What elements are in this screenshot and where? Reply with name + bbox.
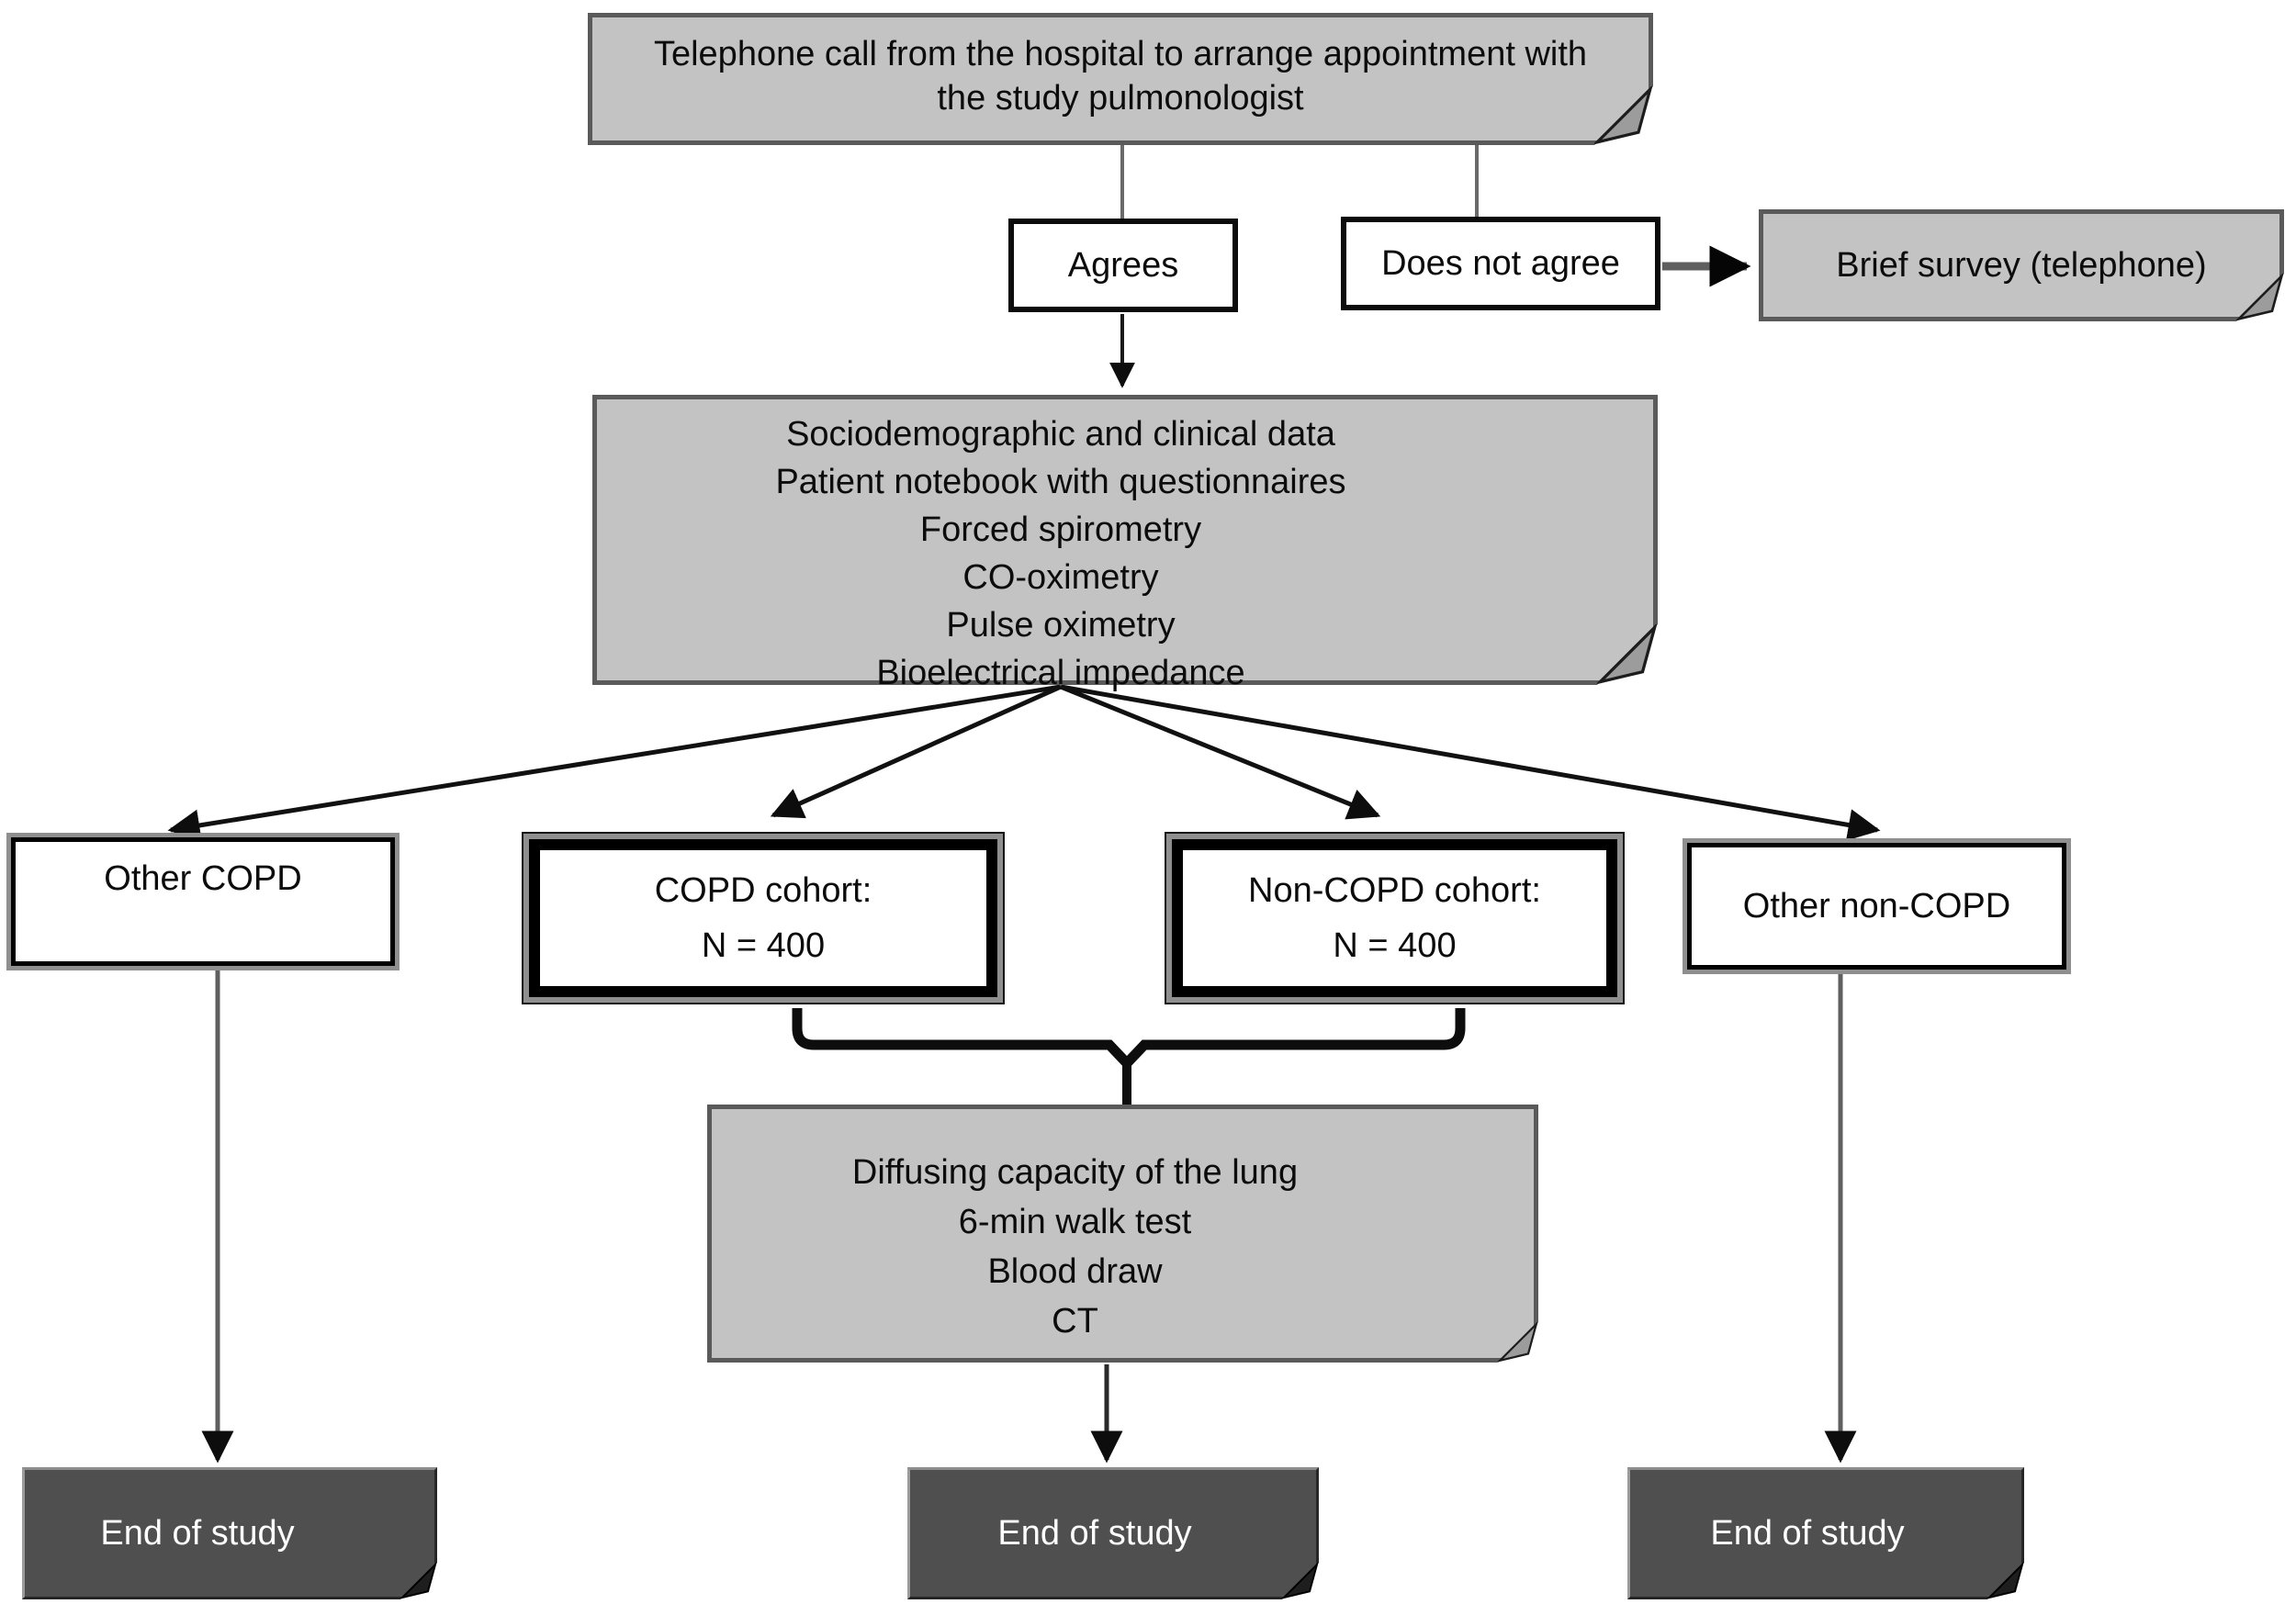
brief-survey-label: Brief survey (telephone) (1836, 246, 2207, 285)
arrow-assessments-to-other-non-copd (1060, 684, 1881, 841)
copd-cohort-box: COPD cohort: N = 400 (523, 834, 1003, 1003)
non-copd-cohort-n: N = 400 (1333, 926, 1457, 965)
page-fold-icon (1597, 624, 1658, 685)
non-copd-cohort-title: Non-COPD cohort: (1248, 871, 1541, 910)
assessment-item: CO-oximetry (962, 558, 1159, 597)
end-of-study-label: End of study (100, 1514, 295, 1553)
arrow-assessments-to-copd-cohort (770, 684, 1063, 819)
arrow-assessments-to-non-copd-cohort (1060, 684, 1381, 820)
test-item: CT (1052, 1302, 1098, 1340)
other-copd-box: Other COPD (6, 833, 400, 970)
assessment-item: Pulse oximetry (946, 606, 1176, 645)
telephone-call-box: Telephone call from the hospital to arra… (588, 13, 1653, 145)
assessment-item: Bioelectrical impedance (876, 654, 1245, 692)
copd-cohort-title: COPD cohort: (654, 871, 872, 910)
baseline-assessments-box: Sociodemographic and clinical data Patie… (592, 395, 1658, 692)
test-item: Blood draw (987, 1252, 1163, 1291)
test-item: Diffusing capacity of the lung (851, 1153, 1299, 1192)
telephone-call-line1: Telephone call from the hospital to arra… (653, 35, 1588, 73)
non-copd-cohort-box: Non-COPD cohort: N = 400 (1166, 834, 1623, 1003)
end-of-study-label: End of study (1710, 1514, 1905, 1553)
agrees-box: Agrees (1008, 219, 1238, 312)
page-fold-icon (1498, 1322, 1538, 1363)
assessment-item: Sociodemographic and clinical data (786, 415, 1335, 454)
brace-cohorts-merge (792, 1008, 1466, 1071)
copd-cohort-n: N = 400 (701, 926, 826, 965)
brief-survey-box: Brief survey (telephone) (1759, 209, 2284, 321)
end-of-study-right-box: End of study (1627, 1467, 2024, 1599)
page-fold-icon (1987, 1563, 2024, 1599)
other-non-copd-box: Other non-COPD (1683, 838, 2071, 974)
other-copd-label: Other COPD (104, 859, 302, 898)
other-non-copd-label: Other non-COPD (1742, 887, 2011, 925)
assessment-item: Forced spirometry (919, 510, 1202, 549)
followup-tests-box: Diffusing capacity of the lung 6-min wal… (707, 1105, 1538, 1363)
agrees-label: Agrees (1067, 246, 1179, 285)
assessment-item: Patient notebook with questionnaires (775, 463, 1346, 501)
page-fold-icon (400, 1563, 437, 1599)
does-not-agree-label: Does not agree (1381, 244, 1620, 283)
page-fold-icon (2236, 274, 2284, 321)
page-fold-icon (1282, 1563, 1319, 1599)
arrow-assessments-to-other-copd (167, 684, 1062, 842)
telephone-call-line2: the study pulmonologist (937, 79, 1304, 118)
does-not-agree-box: Does not agree (1341, 217, 1660, 310)
test-item: 6-min walk test (958, 1203, 1192, 1241)
page-fold-icon (1594, 86, 1653, 145)
end-of-study-label: End of study (997, 1514, 1192, 1553)
end-of-study-left-box: End of study (22, 1467, 437, 1599)
end-of-study-middle-box: End of study (907, 1467, 1319, 1599)
